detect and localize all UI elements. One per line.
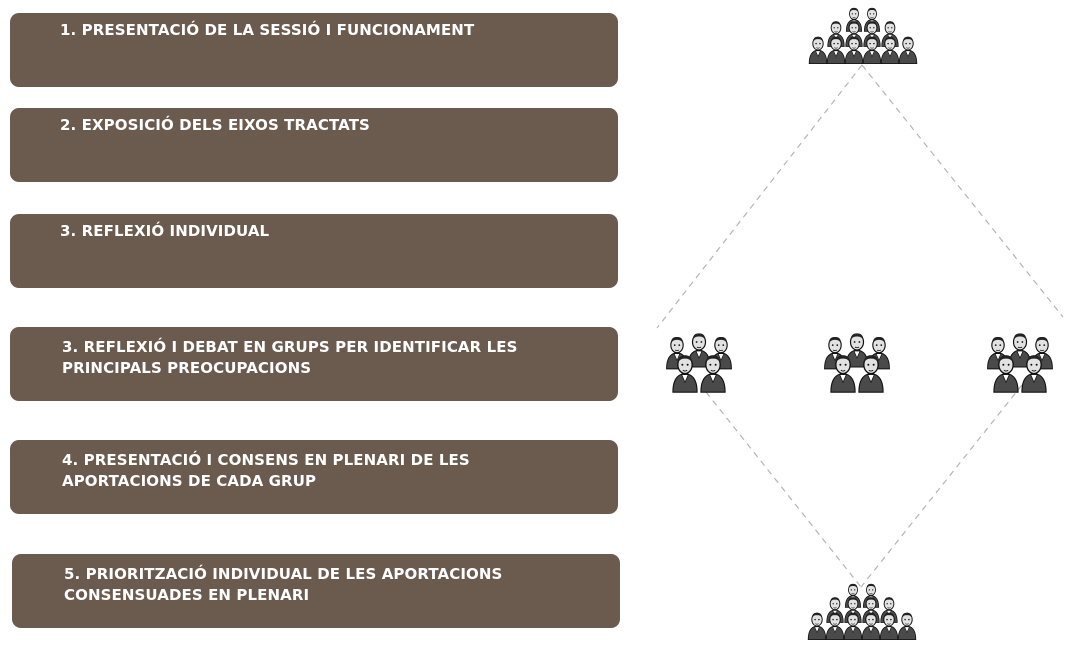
step-label: 2. EXPOSICIÓ DELS EIXOS TRACTATS — [60, 116, 370, 134]
crowd-icon — [808, 584, 916, 640]
step-label: 4. PRESENTACIÓ I CONSENS EN PLENARI DE L… — [62, 451, 470, 490]
step-box-prioritzacio: 5. PRIORITZACIÓ INDIVIDUAL DE LES APORTA… — [12, 554, 620, 628]
dashed-diamond — [656, 64, 1064, 588]
step-box-reflexio-individual: 3. REFLEXIÓ INDIVIDUAL — [10, 214, 618, 288]
step-label: 1. PRESENTACIÓ DE LA SESSIÓ I FUNCIONAME… — [60, 21, 475, 39]
step-label: 3. REFLEXIÓ I DEBAT EN GRUPS PER IDENTIF… — [62, 338, 518, 377]
step-box-debat-grups: 3. REFLEXIÓ I DEBAT EN GRUPS PER IDENTIF… — [10, 327, 618, 401]
step-box-presentacio: 1. PRESENTACIÓ DE LA SESSIÓ I FUNCIONAME… — [10, 13, 618, 87]
step-label: 5. PRIORITZACIÓ INDIVIDUAL DE LES APORTA… — [64, 565, 503, 604]
step-box-consens-plenari: 4. PRESENTACIÓ I CONSENS EN PLENARI DE L… — [10, 440, 618, 514]
group-icon — [667, 333, 732, 392]
group-icon — [825, 333, 890, 392]
group-icon — [988, 333, 1053, 392]
step-label: 3. REFLEXIÓ INDIVIDUAL — [60, 222, 270, 240]
step-box-exposicio: 2. EXPOSICIÓ DELS EIXOS TRACTATS — [10, 108, 618, 182]
crowd-icon — [809, 8, 917, 64]
